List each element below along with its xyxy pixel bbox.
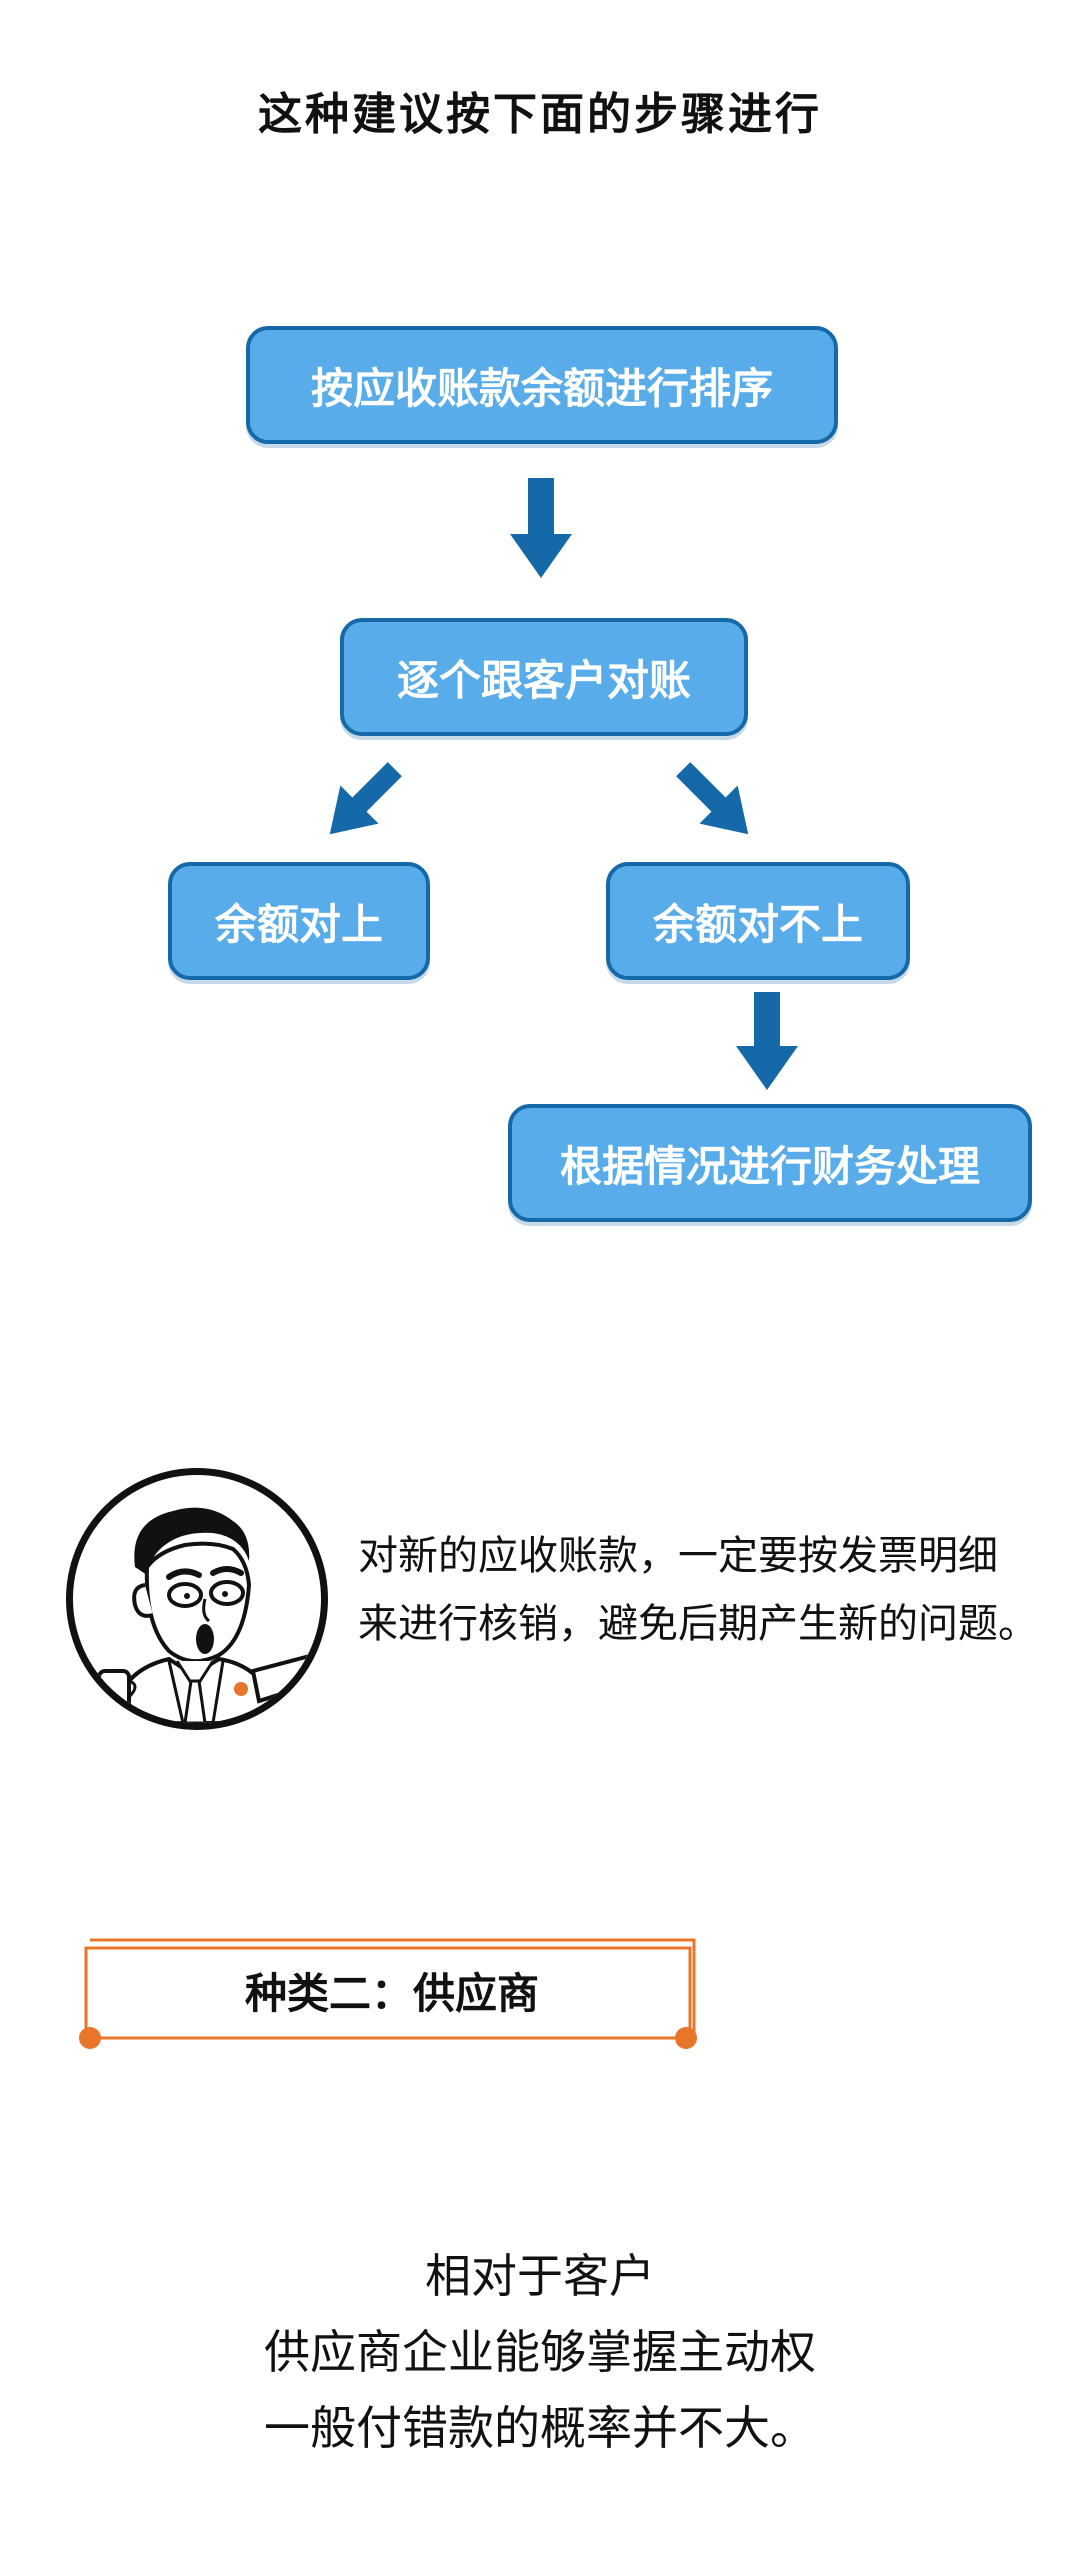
category-banner xyxy=(72,1930,712,2058)
flow-branch-match: 余额对上 xyxy=(168,862,430,980)
arrow-down-right-icon xyxy=(670,756,760,846)
flow-step-reconcile: 逐个跟客户对账 xyxy=(340,618,748,736)
closing-text: 相对于客户 供应商企业能够掌握主动权 一般付错款的概率并不大。 xyxy=(0,2238,1080,2466)
tip-text: 对新的应收账款，一定要按发票明细 来进行核销，避免后期产生新的问题。 xyxy=(358,1522,1058,1658)
arrow-down-1-icon xyxy=(510,478,572,578)
closing-line-1: 相对于客户 xyxy=(425,2249,655,2303)
closing-line-2: 供应商企业能够掌握主动权 xyxy=(264,2325,816,2379)
flow-step-sort: 按应收账款余额进行排序 xyxy=(246,326,838,444)
flow-step-process: 根据情况进行财务处理 xyxy=(508,1104,1032,1222)
arrow-down-2-icon xyxy=(736,992,798,1090)
arrow-down-left-icon xyxy=(318,756,408,846)
tip-line-2: 来进行核销，避免后期产生新的问题。 xyxy=(358,1601,1038,1647)
category-title: 种类二：供应商 xyxy=(244,1968,539,2018)
cartoon-man-avatar-icon xyxy=(66,1468,328,1730)
flow-branch-mismatch: 余额对不上 xyxy=(606,862,910,980)
closing-line-3: 一般付错款的概率并不大。 xyxy=(264,2401,816,2455)
tip-line-1: 对新的应收账款，一定要按发票明细 xyxy=(358,1533,998,1579)
page-heading: 这种建议按下面的步骤进行 xyxy=(258,89,822,140)
